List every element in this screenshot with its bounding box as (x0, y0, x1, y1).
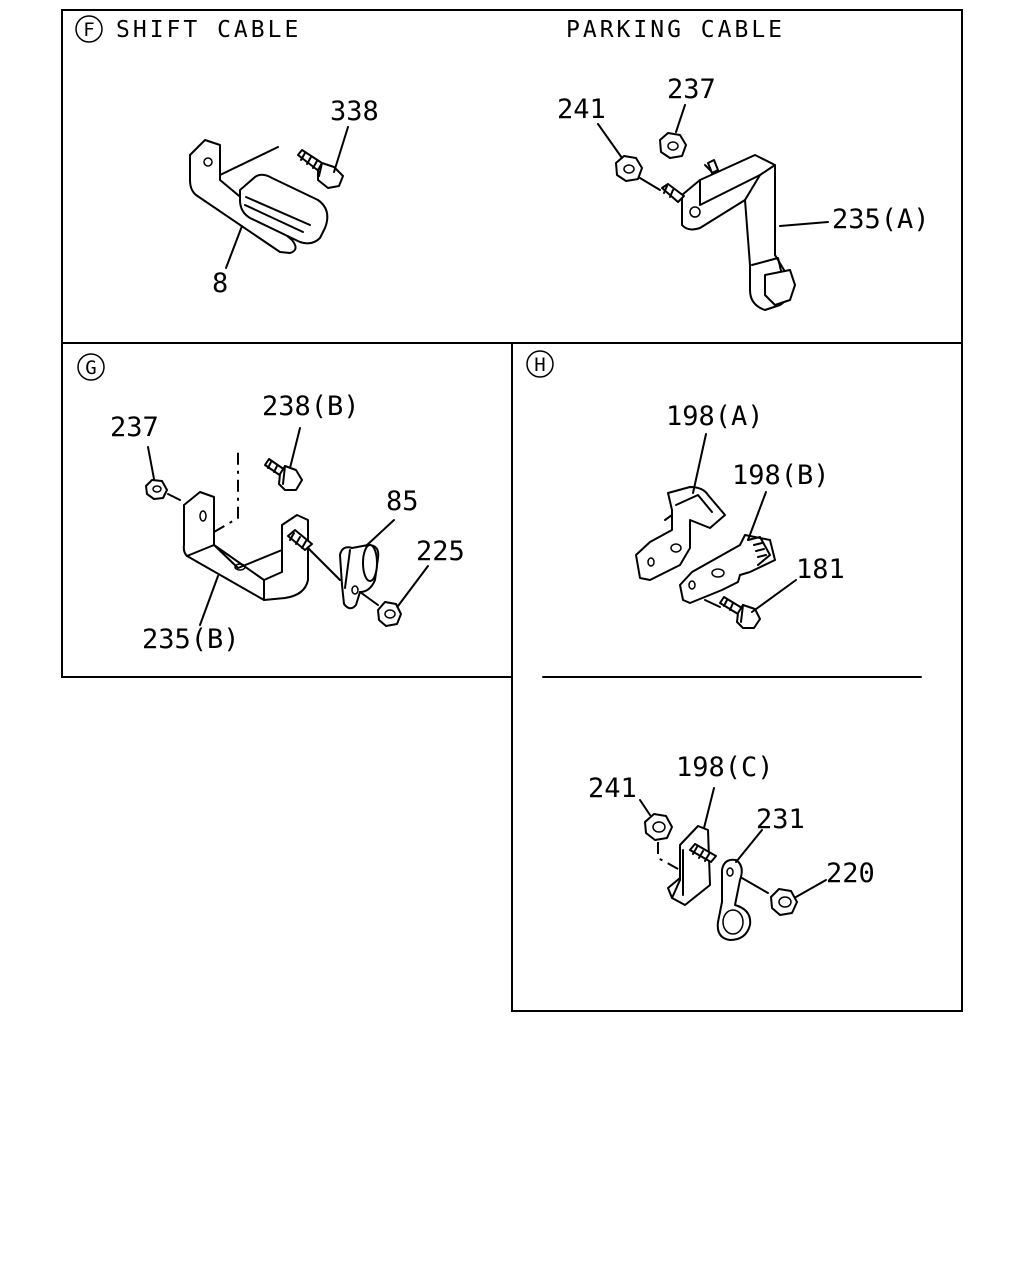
panel-g-marker: G (85, 357, 96, 379)
panel-h-frame (511, 342, 963, 1012)
parking-cable-bracket (681, 154, 796, 311)
shift-cable-bracket (189, 139, 329, 254)
panel-g: G 238(B) 237 (77, 353, 465, 655)
callout-231: 231 (756, 804, 805, 835)
callout-237-f: 237 (667, 74, 716, 105)
leader-198b (747, 491, 767, 541)
callout-238b: 238(B) (262, 391, 360, 422)
panel-f: F SHIFT CABLE PARKING CABLE 338 8 (75, 15, 930, 311)
panel-f-title: SHIFT CABLE (116, 17, 301, 43)
nut-220 (741, 877, 798, 916)
callout-85: 85 (386, 486, 419, 517)
leader-237-g (147, 446, 155, 480)
callout-220: 220 (826, 858, 875, 889)
leader-198a (692, 433, 707, 494)
panel-h-marker-circle (526, 350, 554, 378)
callout-237-g: 237 (110, 412, 159, 443)
leader-181 (751, 579, 797, 613)
callout-181: 181 (796, 554, 845, 585)
bolt-238b (264, 458, 303, 491)
callout-198a: 198(A) (666, 401, 764, 432)
bracket-198b (679, 534, 776, 604)
leader-235a (779, 221, 829, 227)
nut-225 (359, 591, 402, 627)
nut-237-f (659, 132, 719, 174)
leader-231 (735, 829, 763, 863)
nut-237-g (145, 479, 181, 501)
leader-8 (225, 225, 243, 269)
clip-231 (716, 858, 752, 941)
callout-338: 338 (330, 96, 379, 127)
leader-241-f (597, 123, 623, 159)
panel-f-marker-circle (75, 15, 103, 43)
callout-241-f: 241 (557, 94, 606, 125)
callout-235b: 235(B) (142, 624, 240, 655)
nut-241-f (615, 155, 685, 203)
callout-235a: 235(A) (832, 204, 930, 235)
leader-235b (199, 575, 219, 626)
leader-198c (703, 787, 715, 829)
callout-198b: 198(B) (732, 460, 830, 491)
bracket-235b (182, 491, 309, 601)
stud-235b (287, 529, 341, 581)
leader-220 (795, 879, 827, 898)
nut-241-h (644, 813, 673, 841)
callout-8: 8 (212, 268, 228, 299)
bracket-198c (667, 825, 711, 906)
bolt-181 (704, 596, 761, 629)
centerline-241-h (657, 842, 681, 871)
bracket-198a (635, 486, 726, 581)
leader-238b (289, 427, 301, 469)
panel-g-marker-circle (77, 353, 105, 381)
stud-198c (689, 843, 717, 863)
panel-h: H 198(A) 198(B) 181 (526, 350, 875, 941)
panel-f-subtitle: PARKING CABLE (566, 17, 785, 43)
leader-225 (397, 565, 429, 607)
callout-198c: 198(C) (676, 752, 774, 783)
leader-241-h (639, 799, 651, 816)
panel-h-marker: H (534, 354, 545, 376)
leader-338 (333, 126, 349, 173)
clip-85 (339, 544, 380, 610)
leader-237-f (675, 104, 686, 133)
bolt-338 (297, 149, 344, 189)
centerline-238b (213, 450, 239, 533)
panel-f-marker: F (83, 19, 94, 41)
callout-241-h: 241 (588, 773, 637, 804)
leader-85 (365, 519, 395, 547)
callout-225: 225 (416, 536, 465, 567)
